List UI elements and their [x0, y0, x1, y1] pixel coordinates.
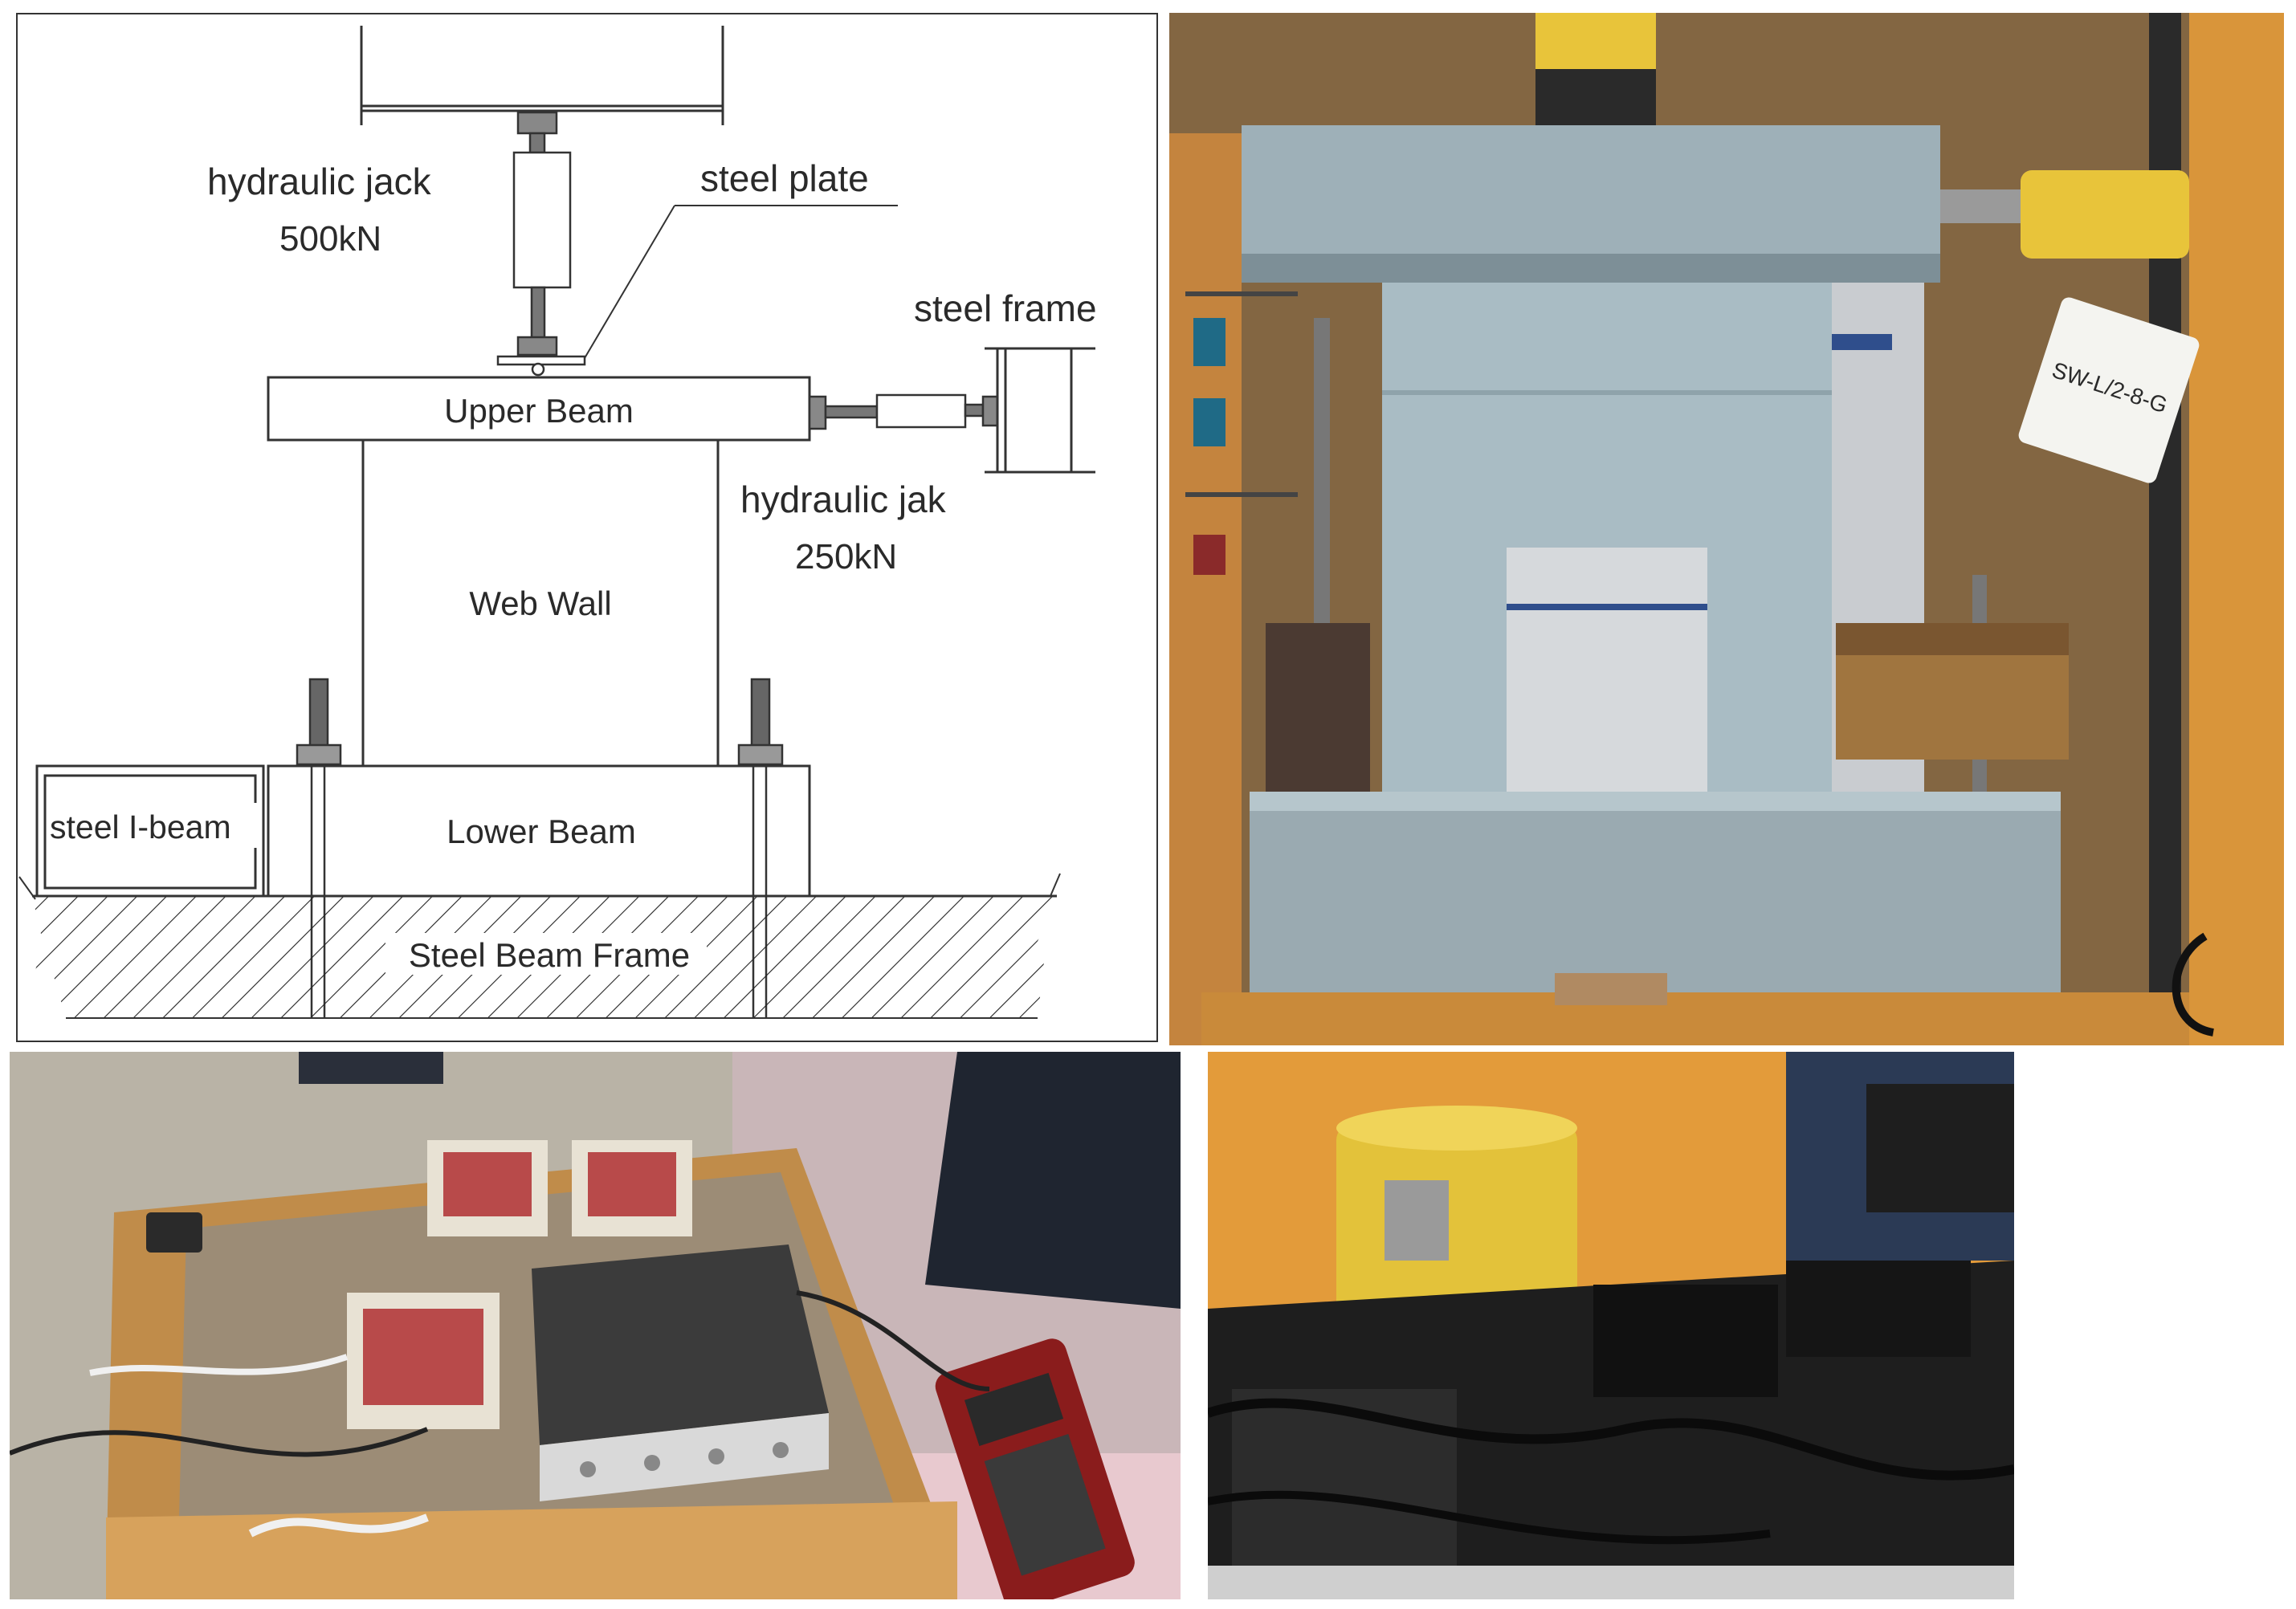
- side-steel-frame: [985, 347, 1095, 474]
- wall-specimen-photo: SW-L/2-8-G: [1169, 13, 2284, 1045]
- web-wall: [361, 440, 720, 766]
- data-logger-photo: [10, 1052, 1181, 1599]
- steel-frame-right: [2189, 13, 2284, 1045]
- label-steel-frame: steel frame: [914, 287, 1097, 329]
- test-setup-schematic: hydraulic jack 500kN steel plate steel f…: [16, 13, 1158, 1042]
- label-steel-plate: steel plate: [700, 157, 869, 199]
- top-jack: [1535, 13, 1656, 69]
- label-jack-side-capacity: 250kN: [795, 537, 897, 576]
- hydraulic-pump-illustration: [1208, 1052, 2014, 1599]
- data-logger-illustration: [10, 1052, 1181, 1599]
- timber-post: [1169, 133, 1242, 1045]
- label-lower-beam: Lower Beam: [447, 813, 636, 850]
- handheld-reader: [935, 1338, 1135, 1599]
- label-steel-i-beam: steel I-beam: [50, 809, 231, 845]
- vertical-hydraulic-jack: [512, 111, 572, 356]
- upper-beam: [267, 376, 811, 442]
- schematic-border: [16, 13, 1158, 1042]
- label-backing: [385, 933, 707, 975]
- label-hydraulic-jack-side: hydraulic jak: [740, 479, 947, 520]
- hydraulic-pump-photo: [1208, 1052, 2014, 1599]
- specimen-tag: SW-L/2-8-G: [2018, 297, 2200, 483]
- schematic-drawing: hydraulic jack 500kN steel plate steel f…: [16, 13, 1158, 1042]
- label-backing: [48, 803, 259, 848]
- steel-block: [1266, 623, 1370, 800]
- label-upper-beam: Upper Beam: [444, 392, 634, 430]
- concrete-lower-beam: [1250, 792, 2061, 992]
- label-web-wall: Web Wall: [469, 585, 611, 622]
- concrete-wall: [1382, 283, 1832, 548]
- label-hydraulic-jack-top: hydraulic jack: [207, 161, 432, 202]
- wall-opening: [1507, 548, 1707, 817]
- label-jack-top-capacity: 500kN: [279, 219, 381, 259]
- data-logger-unit: [532, 1244, 829, 1501]
- reaction-frame-top: [360, 26, 724, 125]
- side-jack: [2021, 170, 2189, 259]
- label-steel-beam-frame: Steel Beam Frame: [409, 936, 690, 974]
- terminal-blocks: [347, 1140, 692, 1429]
- steel-plate: [496, 205, 898, 377]
- wall-specimen-illustration: SW-L/2-8-G: [1169, 13, 2284, 1045]
- horizontal-hydraulic-jack: [808, 393, 999, 430]
